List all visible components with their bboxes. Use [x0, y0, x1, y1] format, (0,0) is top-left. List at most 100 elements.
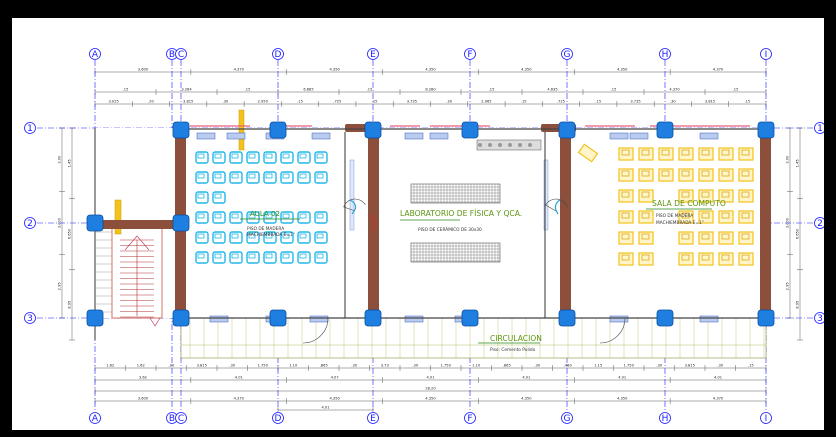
computo-desk	[678, 147, 694, 161]
dim-top-3-text: .30	[446, 100, 452, 104]
computo-desk	[698, 189, 714, 203]
axis-bubble-I	[760, 412, 772, 424]
dim-top-2-text: 4.635	[547, 88, 557, 92]
dim-top-2-text: .15	[489, 88, 495, 92]
door-aula	[302, 317, 329, 344]
computo-monitor	[741, 212, 750, 219]
axis-label-2: 2	[817, 219, 823, 229]
computo-desk	[618, 252, 634, 266]
axis-label-I: I	[765, 414, 768, 424]
computo-monitor	[721, 191, 730, 198]
computo-label: SALA DE COMPUTO PISO DE MADERA MACHIEMBR…	[646, 199, 726, 226]
axis-label-F: F	[467, 414, 472, 424]
computo-monitor	[741, 233, 750, 240]
axis-bubble-1	[24, 122, 36, 134]
dim-bottom-1-text: 1.750	[441, 364, 452, 368]
lab-sink	[528, 143, 532, 147]
dim-bottom-4-text: 4.350	[617, 397, 628, 401]
computo-monitor	[701, 149, 710, 156]
aula-chair	[231, 173, 239, 179]
column	[172, 121, 190, 139]
dim-bottom-2-text: 4.01	[426, 376, 434, 380]
column	[269, 309, 287, 327]
dim-top-3-text: 3.815	[705, 100, 715, 104]
computo-floor-2: MACHIEMBRADA E=1"	[656, 220, 704, 226]
dim-left-1-text: 3.000	[58, 217, 62, 228]
computo-desk	[718, 210, 734, 224]
axis-label-H: H	[662, 50, 669, 60]
axis-label-E: E	[370, 50, 376, 60]
aula-chair	[214, 213, 222, 219]
axis-label-3: 3	[817, 314, 823, 324]
dim-right-2-text: 1.45	[796, 159, 800, 167]
dim-bottom-1-text: .480	[564, 364, 573, 368]
column	[86, 214, 104, 232]
axis-bubble-G	[561, 412, 573, 424]
aula-chair	[299, 253, 307, 259]
axis-label-2: 2	[27, 219, 33, 229]
dim-top-1-text: 4.350	[425, 68, 436, 72]
aula-chair	[214, 193, 222, 199]
dim-top-2-text: .15	[611, 88, 617, 92]
furniture	[114, 109, 754, 323]
column	[364, 309, 382, 327]
computo-desk	[638, 231, 654, 245]
computo-monitor	[721, 254, 730, 261]
dim-bottom-1-text: .30	[412, 364, 418, 368]
aula-chair	[197, 253, 205, 259]
aula-chair	[316, 153, 324, 159]
door-swing-blue	[554, 199, 561, 215]
dim-bottom-4-text: 3.600	[138, 397, 149, 401]
dim-left-2-text: 6.650	[68, 228, 72, 239]
dim-bottom-1-text: .30	[717, 364, 723, 368]
dim-top-3-text: .15	[595, 100, 601, 104]
door-computo-west	[545, 198, 568, 212]
computo-monitor	[701, 170, 710, 177]
aula-chair	[299, 213, 307, 219]
aula-chair	[214, 233, 222, 239]
aula-chair	[265, 173, 273, 179]
axis-label-E: E	[370, 414, 376, 424]
computo-desk	[738, 231, 754, 245]
computo-monitor	[721, 233, 730, 240]
dim-top-3-text: 2.950	[258, 100, 269, 104]
dim-bottom-1-text: 1.750	[258, 364, 269, 368]
aula-desk	[212, 171, 226, 184]
column	[656, 309, 674, 327]
computo-desk	[738, 168, 754, 182]
axis-label-C: C	[178, 414, 184, 424]
axis-label-F: F	[467, 50, 472, 60]
axis-bubble-C	[175, 48, 187, 60]
computo-monitor	[701, 191, 710, 198]
computo-desk	[718, 168, 734, 182]
computo-monitor	[721, 170, 730, 177]
aula-chair	[299, 153, 307, 159]
aula-desk	[297, 151, 311, 164]
column	[558, 309, 576, 327]
wall-segment	[560, 130, 571, 316]
door-computo	[599, 317, 626, 344]
aula-desk	[263, 171, 277, 184]
aula-chair	[299, 173, 307, 179]
computo-desk	[738, 147, 754, 161]
computo-monitor	[621, 191, 630, 198]
lab-panel-left	[349, 159, 355, 231]
dim-top-3-text: 3.025	[108, 100, 118, 104]
computo-monitor	[701, 254, 710, 261]
computo-desk	[678, 189, 694, 203]
computo-desk	[638, 168, 654, 182]
aula-chair	[248, 173, 256, 179]
axis-bubble-3	[814, 312, 824, 324]
aula-chair	[214, 253, 222, 259]
axis-bubble-C	[175, 412, 187, 424]
dim-bottom-1-text: .30	[534, 364, 540, 368]
computo-desk	[718, 231, 734, 245]
aula-chair	[316, 173, 324, 179]
computo-monitor	[621, 212, 630, 219]
dim-right-2-text: 8.95	[796, 301, 800, 309]
lab-sink	[508, 143, 512, 147]
axis-bubble-E	[367, 48, 379, 60]
computo-desk	[638, 189, 654, 203]
dim-bottom-1-text: 3.815	[197, 364, 207, 368]
computo-desk	[678, 168, 694, 182]
